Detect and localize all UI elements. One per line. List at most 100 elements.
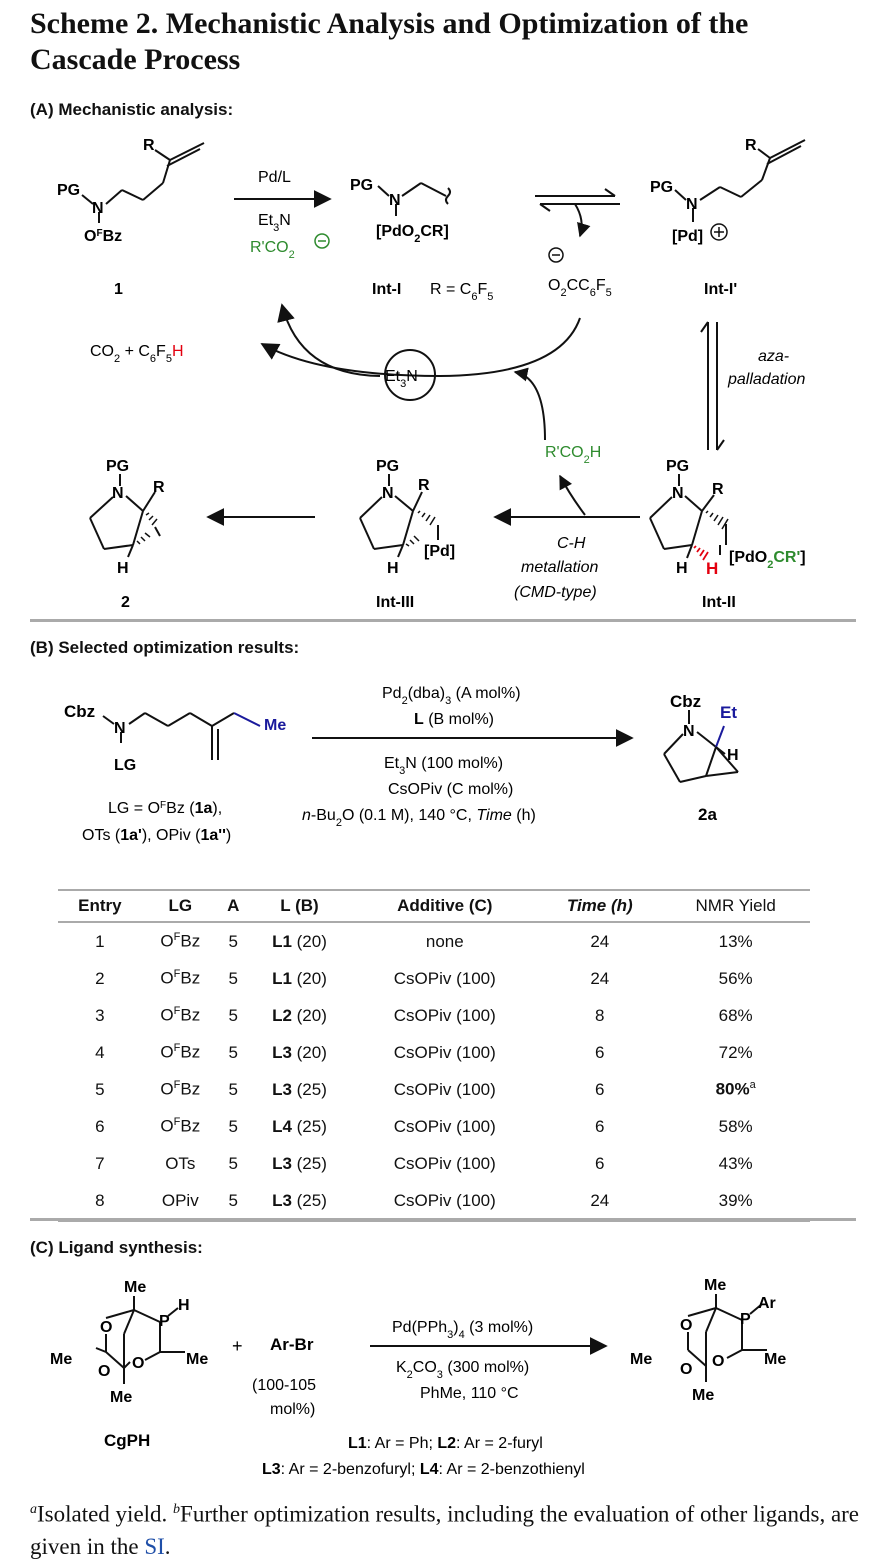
r-label: R <box>745 137 757 154</box>
cell-lg: OFBz <box>160 1116 201 1136</box>
int2-structure <box>649 474 721 559</box>
rco2h-label: R'CO2H <box>545 444 601 466</box>
ligand-def-line1: L1: Ar = Ph; L2: Ar = 2-furyl <box>348 1435 543 1452</box>
cell-ligand: L2 (20) <box>272 1005 327 1025</box>
h-label: H <box>727 747 739 764</box>
optimization-table: Entry LG A L (B) Additive (C) Time (h) N… <box>58 889 810 1221</box>
footnote: aIsolated yield. bFurther optimization r… <box>30 1494 860 1563</box>
h-label: H <box>387 560 399 577</box>
scheme-title-line1: Scheme 2. Mechanistic Analysis and Optim… <box>30 7 749 40</box>
rco2-anion-label: R'CO2 <box>250 239 295 261</box>
red-h-label: H <box>706 559 718 578</box>
cell-entry: 7 <box>95 1153 105 1173</box>
int2-hash-bond <box>705 510 729 530</box>
int3-hash-bond-2 <box>405 535 420 547</box>
compound-2-cyclopropane-hash <box>136 512 158 545</box>
rco2h-release-arrow <box>559 474 586 516</box>
pdo2cr-label: [PdO2CR] <box>376 223 449 245</box>
p-label: P <box>740 1311 751 1328</box>
cell-additive: CsOPiv (100) <box>393 968 496 988</box>
mechanism-scheme: PG N R OFBz 1 Pd/L Et3N R'CO2 PG N [PdO2… <box>57 137 806 611</box>
cell-entry: 4 <box>95 1042 105 1062</box>
scheme-title-line2: Cascade Process <box>30 43 241 76</box>
footnote-end: . <box>164 1533 171 1559</box>
cell-yield: 56% <box>718 968 753 988</box>
o-label: O <box>100 1319 112 1336</box>
int3-hash-bond <box>417 510 436 526</box>
ofbz-label: OFBz <box>84 228 122 246</box>
me-label: Me <box>124 1279 146 1296</box>
me-label: Me <box>764 1351 786 1368</box>
condition-solvent: n-Bu2O (0.1 M), 140 °C, Time (h) <box>302 807 536 829</box>
condition-ligand: L (B mol%) <box>414 711 494 728</box>
arbr-label: Ar-Br <box>270 1335 314 1354</box>
palladation-label: palladation <box>727 371 806 388</box>
pg-label: PG <box>650 179 673 196</box>
cell-time: 6 <box>595 1153 605 1173</box>
n-label: N <box>672 485 684 502</box>
r-label: R <box>712 481 724 498</box>
arbr-equiv-line2: mol%) <box>270 1401 315 1418</box>
int1-structure <box>377 182 451 216</box>
col-lg: LG <box>168 896 193 915</box>
plus-sign: + <box>232 1336 243 1356</box>
cell-time: 24 <box>590 931 610 951</box>
o2cc6f5-label: O2CC6F5 <box>548 277 612 299</box>
condition-pd2dba3: Pd2(dba)3 (A mol%) <box>382 685 521 707</box>
int3-label: Int-III <box>376 594 414 611</box>
section-c-heading: (C) Ligand synthesis: <box>30 1238 203 1257</box>
section-b-heading: (B) Selected optimization results: <box>30 638 300 657</box>
cell-time: 24 <box>590 1190 610 1210</box>
cell-yield: 39% <box>718 1190 753 1210</box>
cell-yield: 68% <box>718 1005 753 1025</box>
cell-ligand: L3 (25) <box>272 1190 327 1210</box>
cell-additive: none <box>425 931 464 951</box>
int2-red-hash-bond <box>693 545 709 561</box>
h-label: H <box>117 560 129 577</box>
lg-definition-line1: LG = OFBz (1a), <box>108 800 222 818</box>
cell-entry: 5 <box>95 1079 105 1099</box>
cell-additive: CsOPiv (100) <box>393 1153 496 1173</box>
pdo2crp-label: [PdO2CR'] <box>729 549 806 571</box>
cell-entry: 1 <box>95 931 105 951</box>
o-label: O <box>132 1355 144 1372</box>
condition-csopiv: CsOPiv (C mol%) <box>388 781 513 798</box>
col-yield: NMR Yield <box>695 896 776 915</box>
cell-a: 5 <box>228 1005 238 1025</box>
cell-ligand: L3 (25) <box>272 1079 327 1099</box>
cell-a: 5 <box>228 1042 238 1062</box>
si-link[interactable]: SI <box>144 1533 165 1559</box>
cell-lg: OFBz <box>160 1005 201 1025</box>
int1-prime-label: Int-I' <box>704 281 737 298</box>
me-label: Me <box>630 1351 652 1368</box>
r-label: R <box>418 477 430 494</box>
ligand-condition-solvent: PhMe, 110 °C <box>420 1385 519 1402</box>
product-2a-structure <box>663 710 739 783</box>
cell-yield: 13% <box>718 931 753 951</box>
cell-ligand: L3 (20) <box>272 1042 327 1062</box>
cell-entry: 6 <box>95 1116 105 1136</box>
me-label: Me <box>50 1351 72 1368</box>
cgph-cage-structure <box>95 1296 185 1384</box>
cell-time: 8 <box>595 1005 605 1025</box>
footnote-b-text: Further optimization results, including … <box>30 1501 860 1559</box>
compound-2-label: 2 <box>121 594 130 611</box>
cmd-type-label: (CMD-type) <box>514 584 597 601</box>
catalytic-cycle-curve <box>260 303 581 441</box>
ligand-def-line2: L3: Ar = 2-benzofuryl; L4: Ar = 2-benzot… <box>262 1461 585 1478</box>
co2-c6f5h-label: CO2 + C6F5H <box>90 343 184 365</box>
cell-a: 5 <box>228 1116 238 1136</box>
r-label: R <box>143 137 155 154</box>
compound-1-label: 1 <box>114 281 123 298</box>
et3n-catalyst-circle <box>384 349 436 401</box>
cell-time: 6 <box>595 1116 605 1136</box>
cell-a: 5 <box>228 1153 238 1173</box>
et3n-catalyst-label: Et3N <box>385 368 418 390</box>
cell-yield: 80%a <box>715 1079 756 1099</box>
cell-entry: 2 <box>95 968 105 988</box>
